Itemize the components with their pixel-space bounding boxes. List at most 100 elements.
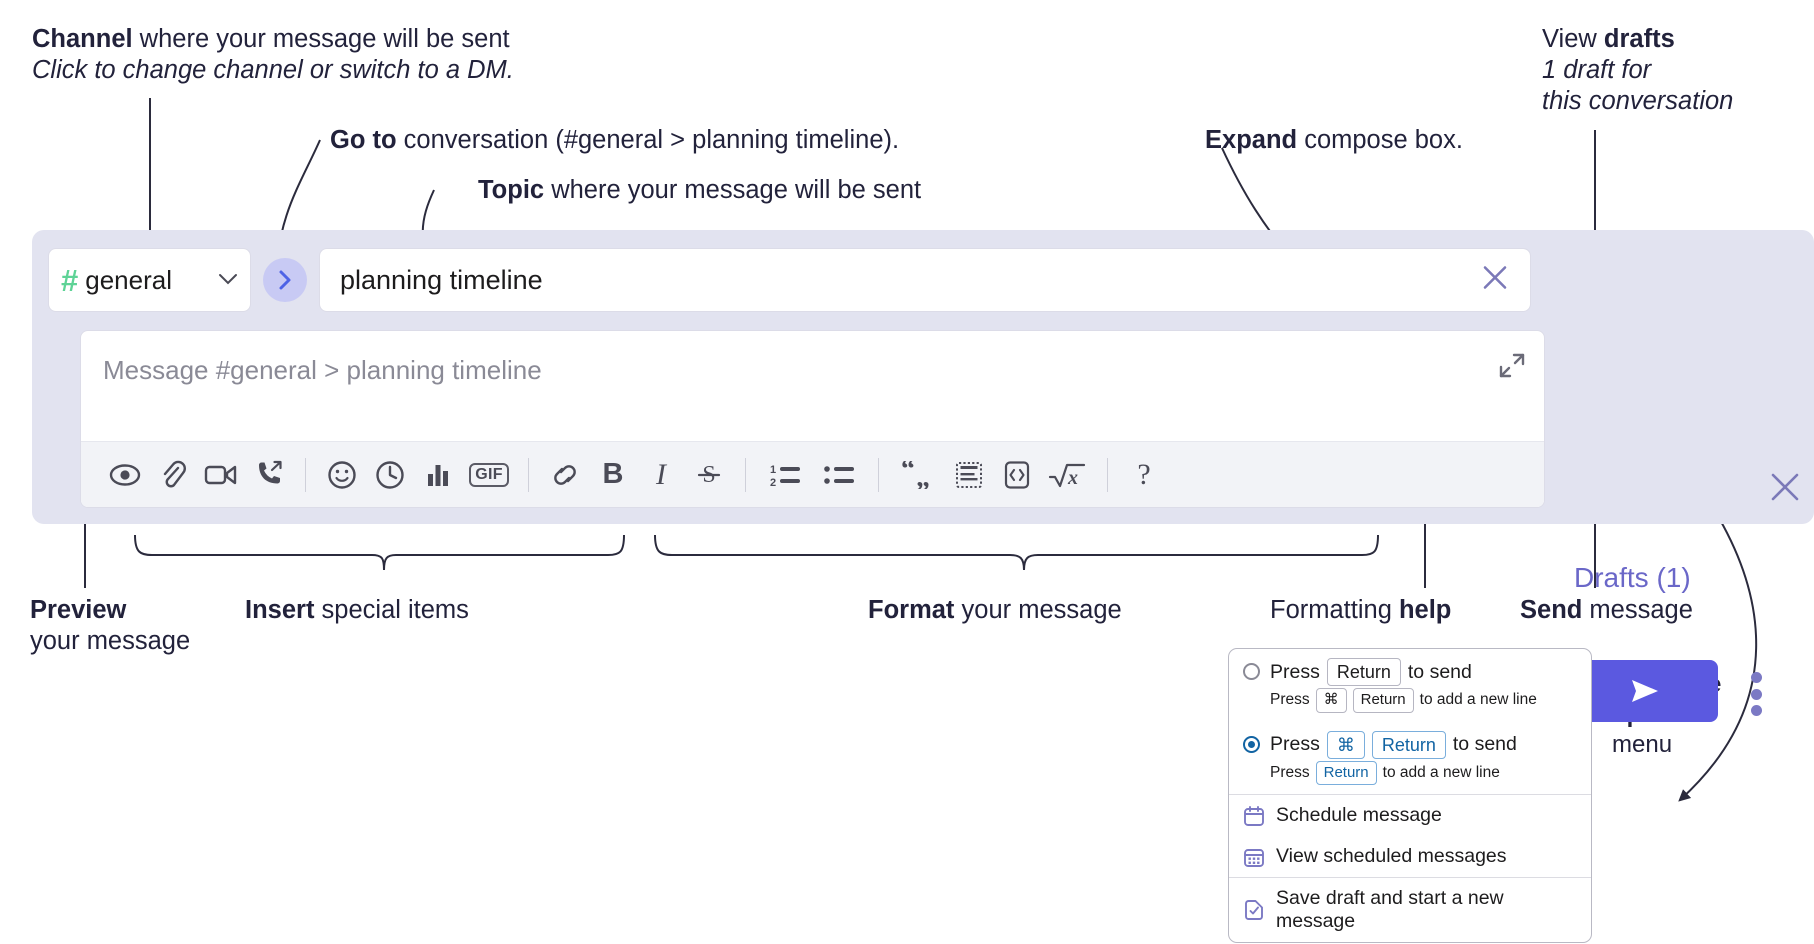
send-button[interactable] [1572,660,1718,722]
menu-item-label: Save draft and start a new message [1276,887,1504,933]
message-input-box[interactable]: Message #general > planning timeline [80,330,1545,508]
calendar-grid-icon [1243,846,1265,868]
annotation-topic-bold: Topic [478,176,545,204]
toolbar-divider [745,457,746,492]
attachment-icon[interactable] [149,451,197,499]
send-option-cmd-return[interactable]: Press ⌘ Return to send [1229,722,1591,761]
send-option-return[interactable]: Press Return to send [1229,649,1591,688]
close-icon[interactable] [1768,470,1802,509]
strikethrough-icon[interactable]: S [685,451,733,499]
chevron-right-icon [279,270,291,290]
annotation-topic: Topic where your message will be sent [478,175,1118,206]
opt2-post: to send [1452,733,1517,756]
annotation-send-bold: Send [1520,596,1583,624]
help-label: ? [1137,457,1151,491]
opt1-sub-key-cmd: ⌘ [1315,688,1347,713]
annotation-topic-rest: where your message will be sent [544,176,922,204]
annotation-drafts: View drafts 1 draft for this conversatio… [1542,24,1812,117]
annotation-insert-bold: Insert [245,596,315,624]
menu-item-label: View scheduled messages [1276,845,1507,868]
topic-value: planning timeline [340,264,543,295]
annotation-drafts-italic2: this conversation [1542,87,1734,116]
annotation-goto: Go to conversation (#general > planning … [330,125,1050,156]
blockquote-icon[interactable]: “„ [891,451,945,499]
opt2-pre: Press [1270,733,1320,756]
annotation-goto-rest: conversation (#general > planning timeli… [396,126,900,154]
compose-widget: # general planning timeline Message #gen… [32,230,1814,722]
calendar-icon [1243,805,1265,827]
annotation-format-rest: your message [954,596,1122,624]
formatting-help-button[interactable]: ? [1120,451,1168,499]
poll-icon[interactable] [414,451,462,499]
hash-icon: # [61,262,79,298]
channel-selector-button[interactable]: # general [48,248,251,312]
annotation-channel-bold: Channel [32,25,133,53]
clear-topic-icon[interactable] [1480,263,1510,298]
opt2-key-return: Return [1371,730,1446,759]
annotation-compose-options-rest: menu [1612,731,1673,759]
chevron-down-icon [218,270,238,290]
math-icon[interactable]: x [1041,451,1095,499]
compose-header-row: # general planning timeline [48,248,1531,312]
annotation-channel: Channel where your message will be sent … [32,24,652,86]
message-placeholder: Message #general > planning timeline [103,355,542,385]
video-icon[interactable] [197,451,245,499]
annotation-send-rest: message [1582,596,1693,624]
opt1-pre: Press [1270,660,1320,683]
topic-input[interactable]: planning timeline [319,248,1531,312]
drafts-link[interactable]: Drafts (1) [1574,562,1691,593]
toolbar-divider [305,457,306,492]
compose-options-menu: Press Return to send Press ⌘ Return to a… [1228,648,1592,944]
radio-return[interactable] [1243,663,1260,680]
radio-cmd-return[interactable] [1243,735,1260,753]
go-to-conversation-button[interactable] [263,258,307,302]
menu-item-save-draft[interactable]: Save draft and start a new message [1229,878,1591,942]
annotation-expand-bold: Expand [1205,126,1298,154]
bulleted-list-icon[interactable] [812,451,866,499]
code-block-icon[interactable] [945,451,993,499]
audio-icon[interactable] [245,451,293,499]
menu-item-label: Schedule message [1276,804,1442,827]
annotation-preview: Preview your message [30,595,280,657]
svg-text:“: “ [901,461,915,485]
svg-text:x: x [1067,467,1078,489]
save-draft-icon [1243,899,1265,921]
opt2-sub-pre: Press [1270,763,1310,781]
annotation-insert: Insert special items [245,595,605,626]
menu-item-view-scheduled[interactable]: View scheduled messages [1229,836,1591,877]
toolbar-divider [878,457,879,492]
annotation-format: Format your message [868,595,1228,626]
annotation-goto-bold: Go to [330,126,397,154]
italic-icon[interactable]: I [656,457,666,491]
inline-code-icon[interactable] [993,451,1041,499]
annotation-drafts-pre: View [1542,25,1604,53]
opt2-sub-key-return: Return [1315,760,1377,786]
annotation-format-bold: Format [868,596,955,624]
channel-name-label: general [85,264,172,295]
opt1-sub-key-return: Return [1352,688,1414,713]
annotation-help-pre: Formatting [1270,596,1399,624]
annotation-channel-italic: Click to change channel or switch to a D… [32,56,514,85]
menu-item-schedule-message[interactable]: Schedule message [1229,795,1591,836]
opt2-key-cmd: ⌘ [1326,730,1365,759]
compose-options-button[interactable] [1743,672,1769,716]
gif-icon[interactable]: GIF [462,451,516,499]
bold-icon[interactable]: B [602,458,624,490]
link-icon[interactable] [541,451,589,499]
clock-icon[interactable] [366,451,414,499]
preview-icon[interactable] [101,451,149,499]
svg-text:„: „ [916,462,930,489]
annotation-drafts-bold: drafts [1603,25,1675,53]
annotation-preview-bold: Preview [30,596,127,624]
menu-divider [1229,877,1591,879]
toolbar-divider [1107,457,1108,492]
annotation-insert-rest: special items [314,596,469,624]
expand-compose-icon[interactable] [1498,351,1526,384]
toolbar-divider [528,457,529,492]
emoji-icon[interactable] [318,451,366,499]
opt1-sub-post: to add a new line [1419,691,1537,709]
opt1-sub-pre: Press [1270,691,1310,709]
annotation-send: Send message [1520,595,1790,626]
